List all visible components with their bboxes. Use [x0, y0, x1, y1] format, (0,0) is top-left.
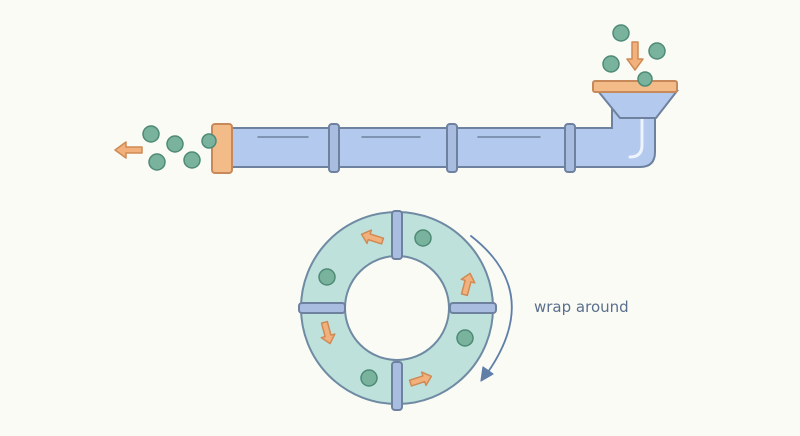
ball-icon [648, 42, 666, 60]
pipe-elbow-inner [628, 116, 644, 159]
flow-arrow-icon [360, 229, 385, 245]
straight-pipe [211, 80, 680, 174]
wrap-around-arrow [470, 235, 513, 382]
ball-icon [637, 71, 653, 87]
ring-flange-right [449, 302, 497, 314]
ring-pipe [298, 210, 497, 411]
pipe-elbow [221, 89, 656, 168]
ball-icon [201, 133, 217, 149]
ball-icon [148, 153, 166, 171]
pipe-flange [328, 123, 340, 173]
ball-icon [142, 125, 160, 143]
flow-arrow-icon [460, 272, 476, 297]
flow-arrow-icon [320, 320, 336, 345]
wrap-around-label: wrap around [534, 298, 629, 316]
curved-arrow-icon [470, 235, 513, 373]
outgoing-balls [142, 125, 217, 171]
ring-flange-left [298, 302, 346, 314]
arrowhead-icon [480, 366, 494, 382]
flow-arrow-icon [408, 371, 433, 387]
pipe-end-cap [211, 123, 233, 174]
ring-flange-bottom [391, 361, 403, 411]
ball-icon [602, 55, 620, 73]
pipe-funnel [595, 90, 680, 119]
ball-icon [612, 24, 630, 42]
ball-icon [360, 369, 378, 387]
ring-flange-top [391, 210, 403, 260]
ball-icon [456, 329, 474, 347]
ball-icon [183, 151, 201, 169]
incoming-balls [602, 24, 666, 87]
left-arrow-icon [114, 141, 143, 159]
ball-icon [414, 229, 432, 247]
down-arrow-icon [626, 41, 644, 71]
ball-icon [166, 135, 184, 153]
pipe-flange [564, 123, 576, 173]
pipe-flange [446, 123, 458, 173]
funnel-rim [592, 80, 678, 93]
ball-icon [318, 268, 336, 286]
